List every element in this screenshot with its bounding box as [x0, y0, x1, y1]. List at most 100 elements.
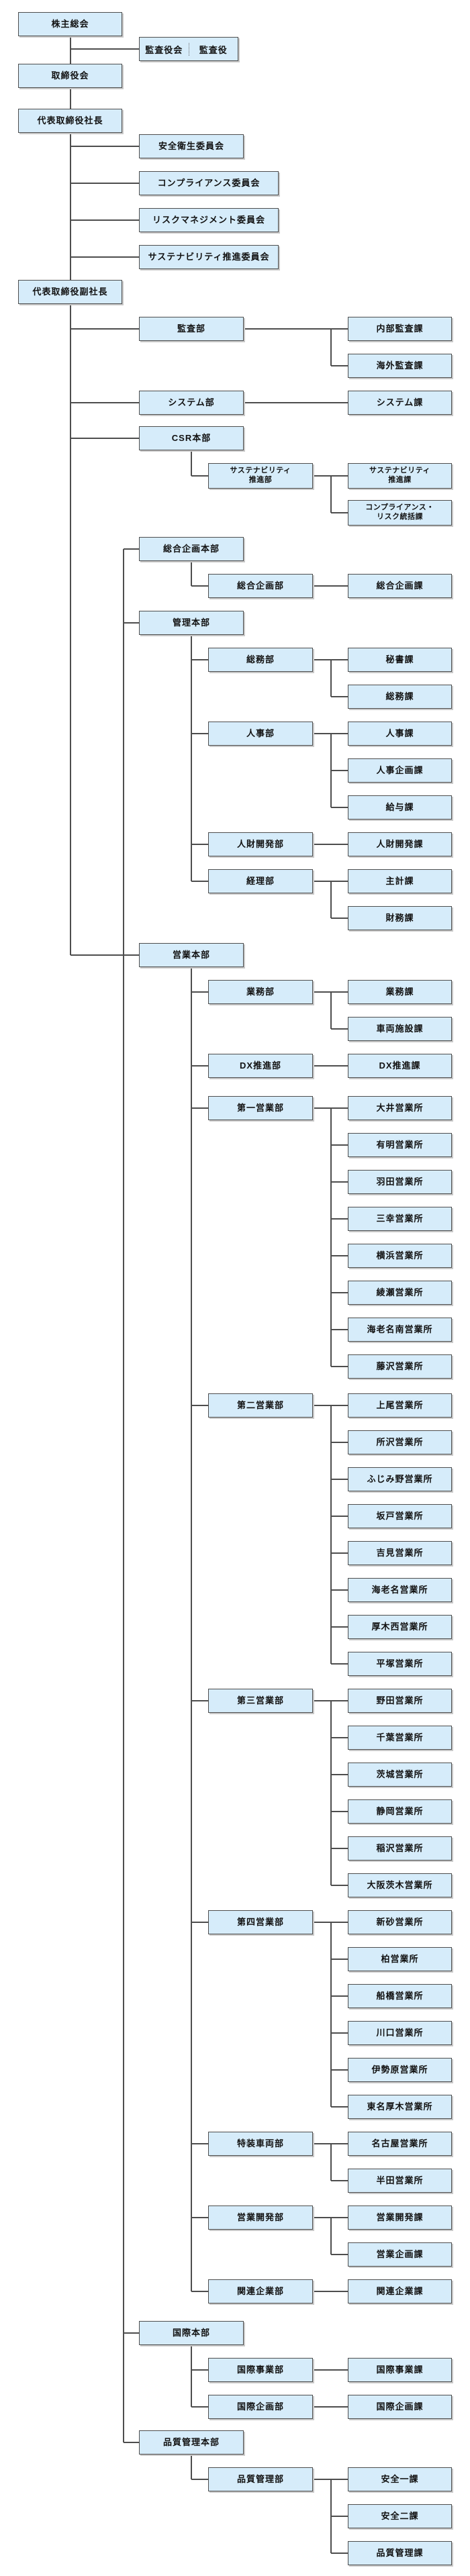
org-node-system_ka: システム課 — [348, 391, 452, 415]
org-node-oi: 大井営業所 — [348, 1096, 452, 1120]
org-node-eigyo_kikaku_ka: 営業企画課 — [348, 2242, 452, 2267]
org-node-label: 東名厚木営業所 — [367, 2101, 433, 2112]
org-node-keiri_bu: 経理部 — [208, 869, 313, 893]
org-node-c_anzen: 安全衛生委員会 — [139, 134, 244, 158]
org-node-label: 業務課 — [385, 986, 414, 997]
org-node-sogo_kikaku_bu: 総合企画部 — [208, 574, 313, 598]
org-node-kaihatsu_bu: 営業開発部 — [208, 2206, 313, 2230]
connector-line — [191, 733, 208, 734]
org-node-naibu_kansa_ka: 内部監査課 — [348, 317, 452, 341]
connector-line — [331, 696, 348, 697]
org-node-eigyo_honbu: 営業本部 — [139, 943, 244, 967]
connector-line — [191, 635, 192, 881]
org-node-label: 第三営業部 — [236, 1695, 284, 1705]
connector-line — [191, 1065, 208, 1067]
connector-line — [70, 402, 139, 403]
connector-line — [331, 1995, 348, 1997]
org-node-dx_bu: DX推進部 — [208, 1054, 313, 1078]
org-node-kanri_honbu: 管理本部 — [139, 611, 244, 635]
connector-line — [331, 1479, 348, 1480]
org-node-c_sus: サステナビリティ推進委員会 — [139, 245, 279, 269]
org-node-label: DX推進課 — [379, 1060, 421, 1071]
org-node-label: 安全二課 — [381, 2510, 419, 2521]
org-node-label: 千葉営業所 — [376, 1732, 424, 1742]
org-node-kanren_ka: 関連企業課 — [348, 2279, 452, 2303]
org-node-label: 上尾営業所 — [376, 1399, 424, 1410]
org-node-noda: 野田営業所 — [348, 1689, 452, 1713]
org-node-label: 特装車両部 — [236, 2138, 284, 2148]
org-node-sogo_honbu: 総合企画本部 — [139, 537, 244, 561]
org-node-anzen2_ka: 安全二課 — [348, 2504, 452, 2528]
connector-line — [70, 256, 139, 258]
org-node-label: 綾瀬営業所 — [376, 1287, 424, 1297]
connector-line — [331, 1552, 348, 1554]
connector-line — [331, 2180, 348, 2181]
org-node-kawaguchi: 川口営業所 — [348, 2021, 452, 2045]
connector-line — [70, 438, 139, 439]
connector-line — [331, 2553, 348, 2554]
org-node-label: 第二営業部 — [236, 1399, 284, 1410]
connector-line — [331, 2217, 348, 2218]
org-node-label: 坂戸営業所 — [376, 1510, 424, 1521]
connector-line — [244, 402, 348, 403]
connector-line — [331, 1218, 348, 1220]
org-node-label: 静岡営業所 — [376, 1805, 424, 1816]
org-node-label: 監査部 — [177, 323, 205, 334]
connector-line — [331, 475, 348, 477]
org-node-label: 伊勢原営業所 — [371, 2064, 428, 2075]
org-node-label: 人事企画課 — [376, 764, 424, 775]
connector-line — [331, 881, 348, 882]
org-node-somu_ka: 総務課 — [348, 685, 452, 709]
connector-line — [330, 329, 332, 366]
connector-line — [70, 183, 139, 184]
org-node-isehara: 伊勢原営業所 — [348, 2058, 452, 2082]
org-node-sogo_kikaku_ka: 総合企画課 — [348, 574, 452, 598]
org-node-jinji_kikaku_ka: 人事企画課 — [348, 758, 452, 783]
connector-line — [331, 1405, 348, 1406]
org-node-label: 大阪茨木営業所 — [367, 1879, 433, 1890]
connector-line — [191, 1922, 208, 1923]
org-node-label: 茨城営業所 — [376, 1769, 424, 1779]
org-node-label: 名古屋営業所 — [371, 2138, 428, 2148]
org-node-label: 第四営業部 — [236, 1916, 284, 1927]
org-node-label: 品質管理本部 — [162, 2436, 220, 2447]
org-node-jinji_ka: 人事課 — [348, 722, 452, 746]
org-node-hinshitsu_ka: 品質管理課 — [348, 2541, 452, 2565]
org-node-label: 安全一課 — [381, 2473, 419, 2484]
connector-line — [331, 2032, 348, 2034]
org-node-label: 羽田営業所 — [376, 1176, 424, 1187]
connector-line — [330, 1108, 332, 1367]
connector-line — [331, 770, 348, 771]
org-node-kokusai_jigyo_bu: 国際事業部 — [208, 2358, 313, 2382]
org-node-label: 厚木西営業所 — [371, 1621, 428, 1632]
connector-line — [313, 2479, 331, 2480]
connector-line — [124, 548, 139, 550]
org-node-label: 給与課 — [385, 801, 414, 812]
connector-line — [331, 1516, 348, 1517]
connector-line — [331, 1700, 348, 1701]
org-node-osaka_ibaraki: 大阪茨木営業所 — [348, 1873, 452, 1897]
org-node-label: 営業開発部 — [236, 2212, 284, 2222]
org-node-label: サステナビリティ 推進課 — [369, 466, 431, 484]
connector-line — [191, 881, 208, 882]
org-node-label: 関連企業部 — [236, 2285, 284, 2296]
org-node-label: 国際企画部 — [236, 2401, 284, 2412]
connector-line — [70, 146, 139, 147]
org-node-label: 代表取締役社長 — [37, 115, 103, 126]
org-node-label: 経理部 — [246, 875, 275, 886]
org-node-ageo: 上尾営業所 — [348, 1393, 452, 1418]
org-node-label: 吉見営業所 — [376, 1547, 424, 1558]
org-node-label: 総合企画課 — [376, 580, 424, 591]
connector-line — [331, 2143, 348, 2144]
connector-line — [70, 48, 139, 50]
org-node-inazawa: 稲沢営業所 — [348, 1836, 452, 1861]
org-node-label: 半田営業所 — [376, 2175, 424, 2185]
org-node-hinshitsu_honbu: 品質管理本部 — [139, 2430, 244, 2455]
connector-line — [313, 2406, 348, 2408]
connector-line — [313, 1065, 348, 1067]
connector-line — [191, 1700, 208, 1701]
org-node-label: 大井営業所 — [376, 1102, 424, 1113]
org-node-gyomu_ka: 業務課 — [348, 980, 452, 1004]
connector-line — [313, 1922, 331, 1923]
